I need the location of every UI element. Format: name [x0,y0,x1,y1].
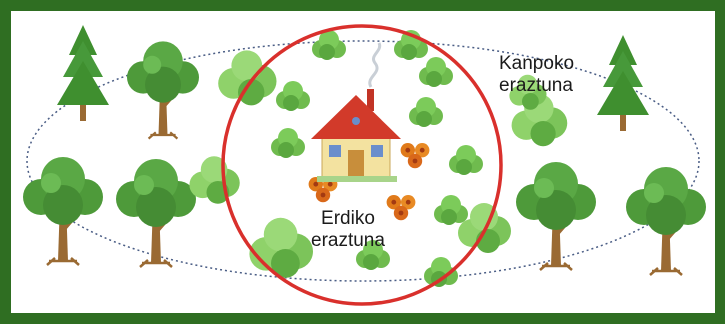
tree-left-top [125,40,201,140]
outer-ring-label: Kanpoko eraztuna [499,53,574,97]
diagram-illustration [21,24,708,306]
diagram-panel: Kanpoko eraztuna Erdiko eraztuna [11,11,715,313]
house [311,42,401,182]
tree-left-bottom-2 [114,157,198,269]
inner-ring-label-line1: Erdiko [321,208,375,229]
pine-right [597,35,649,131]
tree-right-bottom-1 [514,160,598,272]
outer-ring-label-line1: Kanpoko [499,53,575,74]
outer-ring [26,40,700,282]
outer-ring-label-line2: eraztuna [499,75,573,96]
inner-ring [221,24,503,306]
tree-right-bottom-2 [624,165,708,277]
inner-ring-label: Erdiko eraztuna [311,208,385,252]
tree-left-bottom-1 [21,155,105,267]
inner-ring-label-line2: eraztuna [311,230,385,251]
